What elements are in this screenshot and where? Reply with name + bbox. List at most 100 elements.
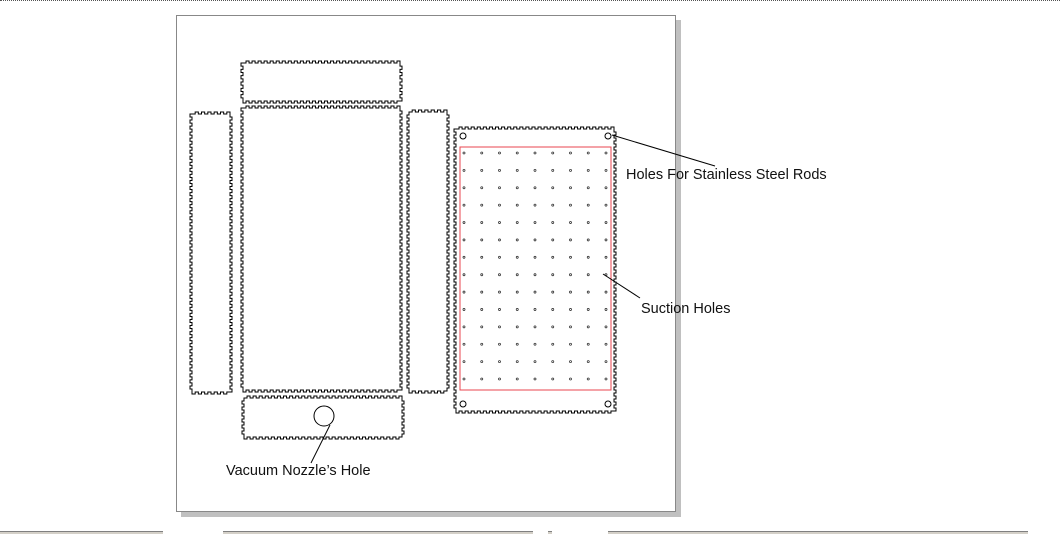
suction-hole [551,308,555,311]
suction-hole [480,290,484,294]
suction-hole [515,168,519,172]
suction-hole [551,151,555,155]
nozzle-hole-label: Vacuum Nozzle’s Hole [226,463,371,479]
suction-hole [551,273,555,277]
nozzle-hole-leader [310,424,331,464]
suction-hole [533,168,537,172]
suction-hole [480,168,484,172]
suction-plate [453,126,617,414]
suction-hole [586,325,590,329]
suction-hole [551,325,555,329]
suction-holes-leader [602,273,641,299]
suction-hole [480,255,484,259]
suction-hole [551,342,555,346]
rod-holes-leader [611,134,716,167]
suction-holes-grid [462,151,608,381]
suction-hole [533,255,537,259]
suction-hole [462,255,466,259]
suction-hole [515,255,519,259]
bottom-panel [241,395,405,440]
suction-hole [498,308,501,311]
suction-hole [586,203,590,207]
suction-hole [515,360,519,364]
suction-hole [462,377,466,381]
suction-hole [551,255,555,259]
rod-hole-bottom-left [459,400,467,408]
suction-hole [604,203,608,207]
suction-hole [498,290,501,294]
suction-hole [480,377,484,381]
suction-hole [462,186,466,190]
suction-hole [462,325,466,329]
rod-hole-top-right [604,132,612,140]
suction-hole [604,186,608,190]
suction-hole [498,377,501,381]
center-panel [240,105,403,393]
suction-hole [480,238,484,242]
suction-hole [604,238,608,242]
suction-hole [551,238,555,242]
suction-hole [533,325,537,329]
suction-hole [586,308,590,311]
suction-hole [462,308,466,311]
suction-hole [533,360,537,364]
suction-hole [604,308,608,311]
suction-hole [498,360,501,364]
suction-hole [480,151,484,155]
suction-hole [515,342,519,346]
suction-hole [569,255,572,259]
suction-hole [551,290,555,294]
suction-hole [498,168,501,172]
suction-hole [604,377,608,381]
suction-hole [551,377,555,381]
suction-hole [586,221,590,224]
suction-hole [586,255,590,259]
suction-hole [569,342,572,346]
suction-hole [586,360,590,364]
suction-hole [498,151,501,155]
suction-hole [569,377,572,381]
suction-hole [604,221,608,224]
suction-hole [515,221,519,224]
suction-hole [480,221,484,224]
rod-hole-top-left [459,132,467,140]
suction-hole [604,151,608,155]
top-panel [240,60,403,104]
drawing-page [176,15,676,512]
suction-hole [569,221,572,224]
suction-hole [480,203,484,207]
rod-holes-label: Holes For Stainless Steel Rods [626,167,827,183]
suction-hole [604,360,608,364]
suction-hole [533,377,537,381]
suction-hole [498,238,501,242]
suction-hole [480,342,484,346]
suction-hole [586,151,590,155]
suction-hole [586,186,590,190]
suction-hole [480,308,484,311]
suction-hole [533,342,537,346]
suction-hole [551,186,555,190]
suction-hole [569,238,572,242]
suction-hole [480,325,484,329]
suction-hole [515,238,519,242]
suction-hole [533,203,537,207]
suction-hole [515,377,519,381]
suction-hole [498,255,501,259]
suction-hole [533,238,537,242]
suction-hole [462,238,466,242]
suction-hole [569,151,572,155]
suction-hole [551,203,555,207]
suction-hole [480,186,484,190]
suction-area [459,146,612,391]
suction-hole [462,273,466,277]
left-side-panel [189,111,233,395]
suction-hole [462,203,466,207]
suction-hole [498,342,501,346]
rod-hole-bottom-right [604,400,612,408]
suction-holes-label: Suction Holes [641,301,731,317]
suction-hole [551,360,555,364]
right-side-panel [406,109,450,394]
suction-hole [569,308,572,311]
suction-hole [569,273,572,277]
